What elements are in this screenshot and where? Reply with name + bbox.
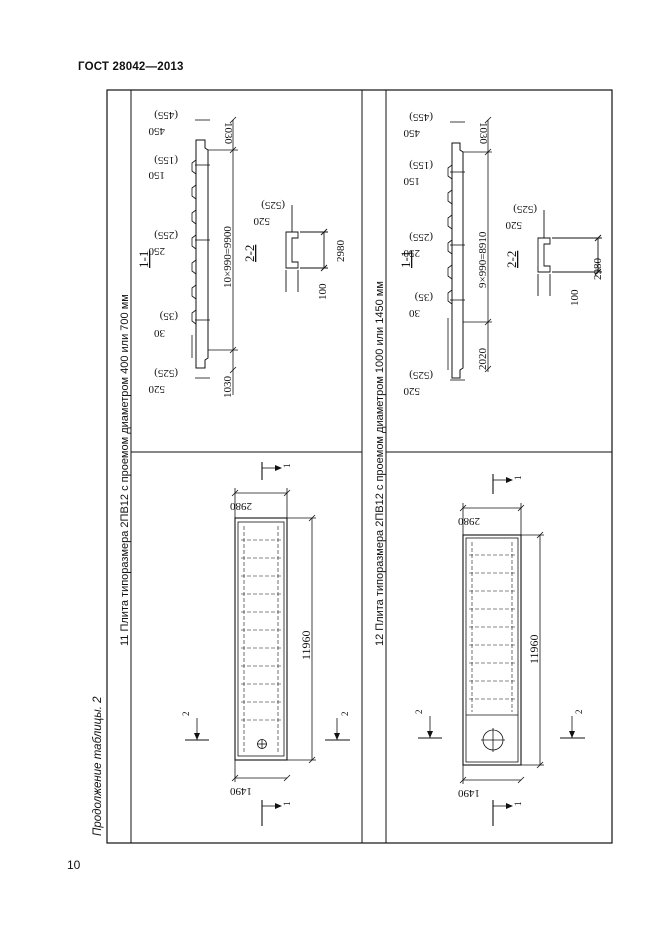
row-12-s11-d5b: (455) xyxy=(409,111,433,123)
row-12-s22-width: 2980 xyxy=(592,258,604,281)
row-12-cut2-right: 2 xyxy=(574,710,584,715)
row-12-s22-label: 2-2 xyxy=(504,251,519,268)
row-11-length-dim: 11960 xyxy=(299,630,313,660)
row-11-s11-d2: 30 xyxy=(154,327,166,339)
row-12-s11-d5: 450 xyxy=(403,127,420,139)
row-12-width-dim: 2980 xyxy=(458,515,481,527)
row-12-cut1-bottom: 1 xyxy=(513,802,523,807)
row-12-plan-drawing xyxy=(418,474,585,826)
row-12-s11-d4b: (155) xyxy=(409,159,433,171)
row-12-section-1-1 xyxy=(447,116,492,381)
row-11-s11-span: 10×990=9900 xyxy=(222,226,234,288)
row-11-s11-d3b: (255) xyxy=(154,229,178,241)
row-12-s11-d1b: (525) xyxy=(409,369,433,381)
row-11-end-dim: 1490 xyxy=(230,785,253,797)
row-11-cut2-right: 2 xyxy=(340,712,350,717)
row-12-plan-arrows xyxy=(427,477,575,809)
row-12-end-dim: 1490 xyxy=(458,787,481,799)
row-11-s11-d3: 250 xyxy=(148,245,165,257)
row-12-s11-span: 9×990=8910 xyxy=(477,231,489,288)
row-12-s22-rib: 520 xyxy=(505,219,522,231)
row-11-section-2-2 xyxy=(285,205,328,292)
row-11-s11-d5: 450 xyxy=(148,125,165,137)
row-12-cut2-left: 2 xyxy=(414,710,424,715)
row-12-s22-ribb: (525) xyxy=(513,203,537,215)
row-11-width-dim: 2980 xyxy=(230,500,253,512)
row-11-s11-end-right: 1030 xyxy=(222,122,234,145)
row-12-s11-d1: 520 xyxy=(403,385,420,397)
row-12-section-2-2 xyxy=(537,210,602,296)
row-12-s11-d2b: (35) xyxy=(414,291,433,303)
row-11-s11-label: 1-1 xyxy=(136,251,151,268)
row-12-s11-d4: 150 xyxy=(403,175,420,187)
page-number: 10 xyxy=(67,858,81,872)
row-11-s11-d1: 520 xyxy=(148,383,165,395)
row-12-cut1-top: 1 xyxy=(513,476,523,481)
document-header: ГОСТ 28042—2013 xyxy=(78,61,184,73)
row-12-s11-end-left: 2020 xyxy=(477,348,489,371)
row-12-s11-label: 1-1 xyxy=(398,251,413,268)
row-11-s22-width: 2980 xyxy=(335,240,347,263)
row-11-s22-height: 100 xyxy=(317,283,329,300)
row-11-section-1-1 xyxy=(191,116,238,395)
row-12-s11-d2: 30 xyxy=(409,307,421,319)
row-11-plan-drawing xyxy=(185,462,350,826)
row-11-cut2-left: 2 xyxy=(181,712,191,717)
row-12-s11-d3b: (255) xyxy=(409,231,433,243)
row-11-cut1-bottom: 1 xyxy=(282,802,292,807)
table-frame xyxy=(106,89,613,844)
row-12-s22-height: 100 xyxy=(569,289,581,306)
row-11-s22-label: 2-2 xyxy=(242,245,257,262)
row-11-s22-rib: 520 xyxy=(253,215,270,227)
row-11-cut1-top: 1 xyxy=(282,464,292,469)
row-12-s11-end-right: 1030 xyxy=(477,122,489,145)
row-12-s11-d3: 250 xyxy=(403,247,420,259)
row-11-s22-ribb: (525) xyxy=(261,199,285,211)
row-11-s11-d1b: (525) xyxy=(154,367,178,379)
row-11-s11-d2b: (35) xyxy=(159,310,178,322)
row-12-length-dim: 11960 xyxy=(527,634,541,664)
row-11-s11-d4b: (155) xyxy=(154,154,178,166)
row-11-s11-end-left: 1030 xyxy=(222,376,234,399)
row-11-s11-d5b: (455) xyxy=(154,109,178,121)
row-11-s11-d4: 150 xyxy=(148,169,165,181)
row-11-plan-arrows xyxy=(194,465,340,809)
